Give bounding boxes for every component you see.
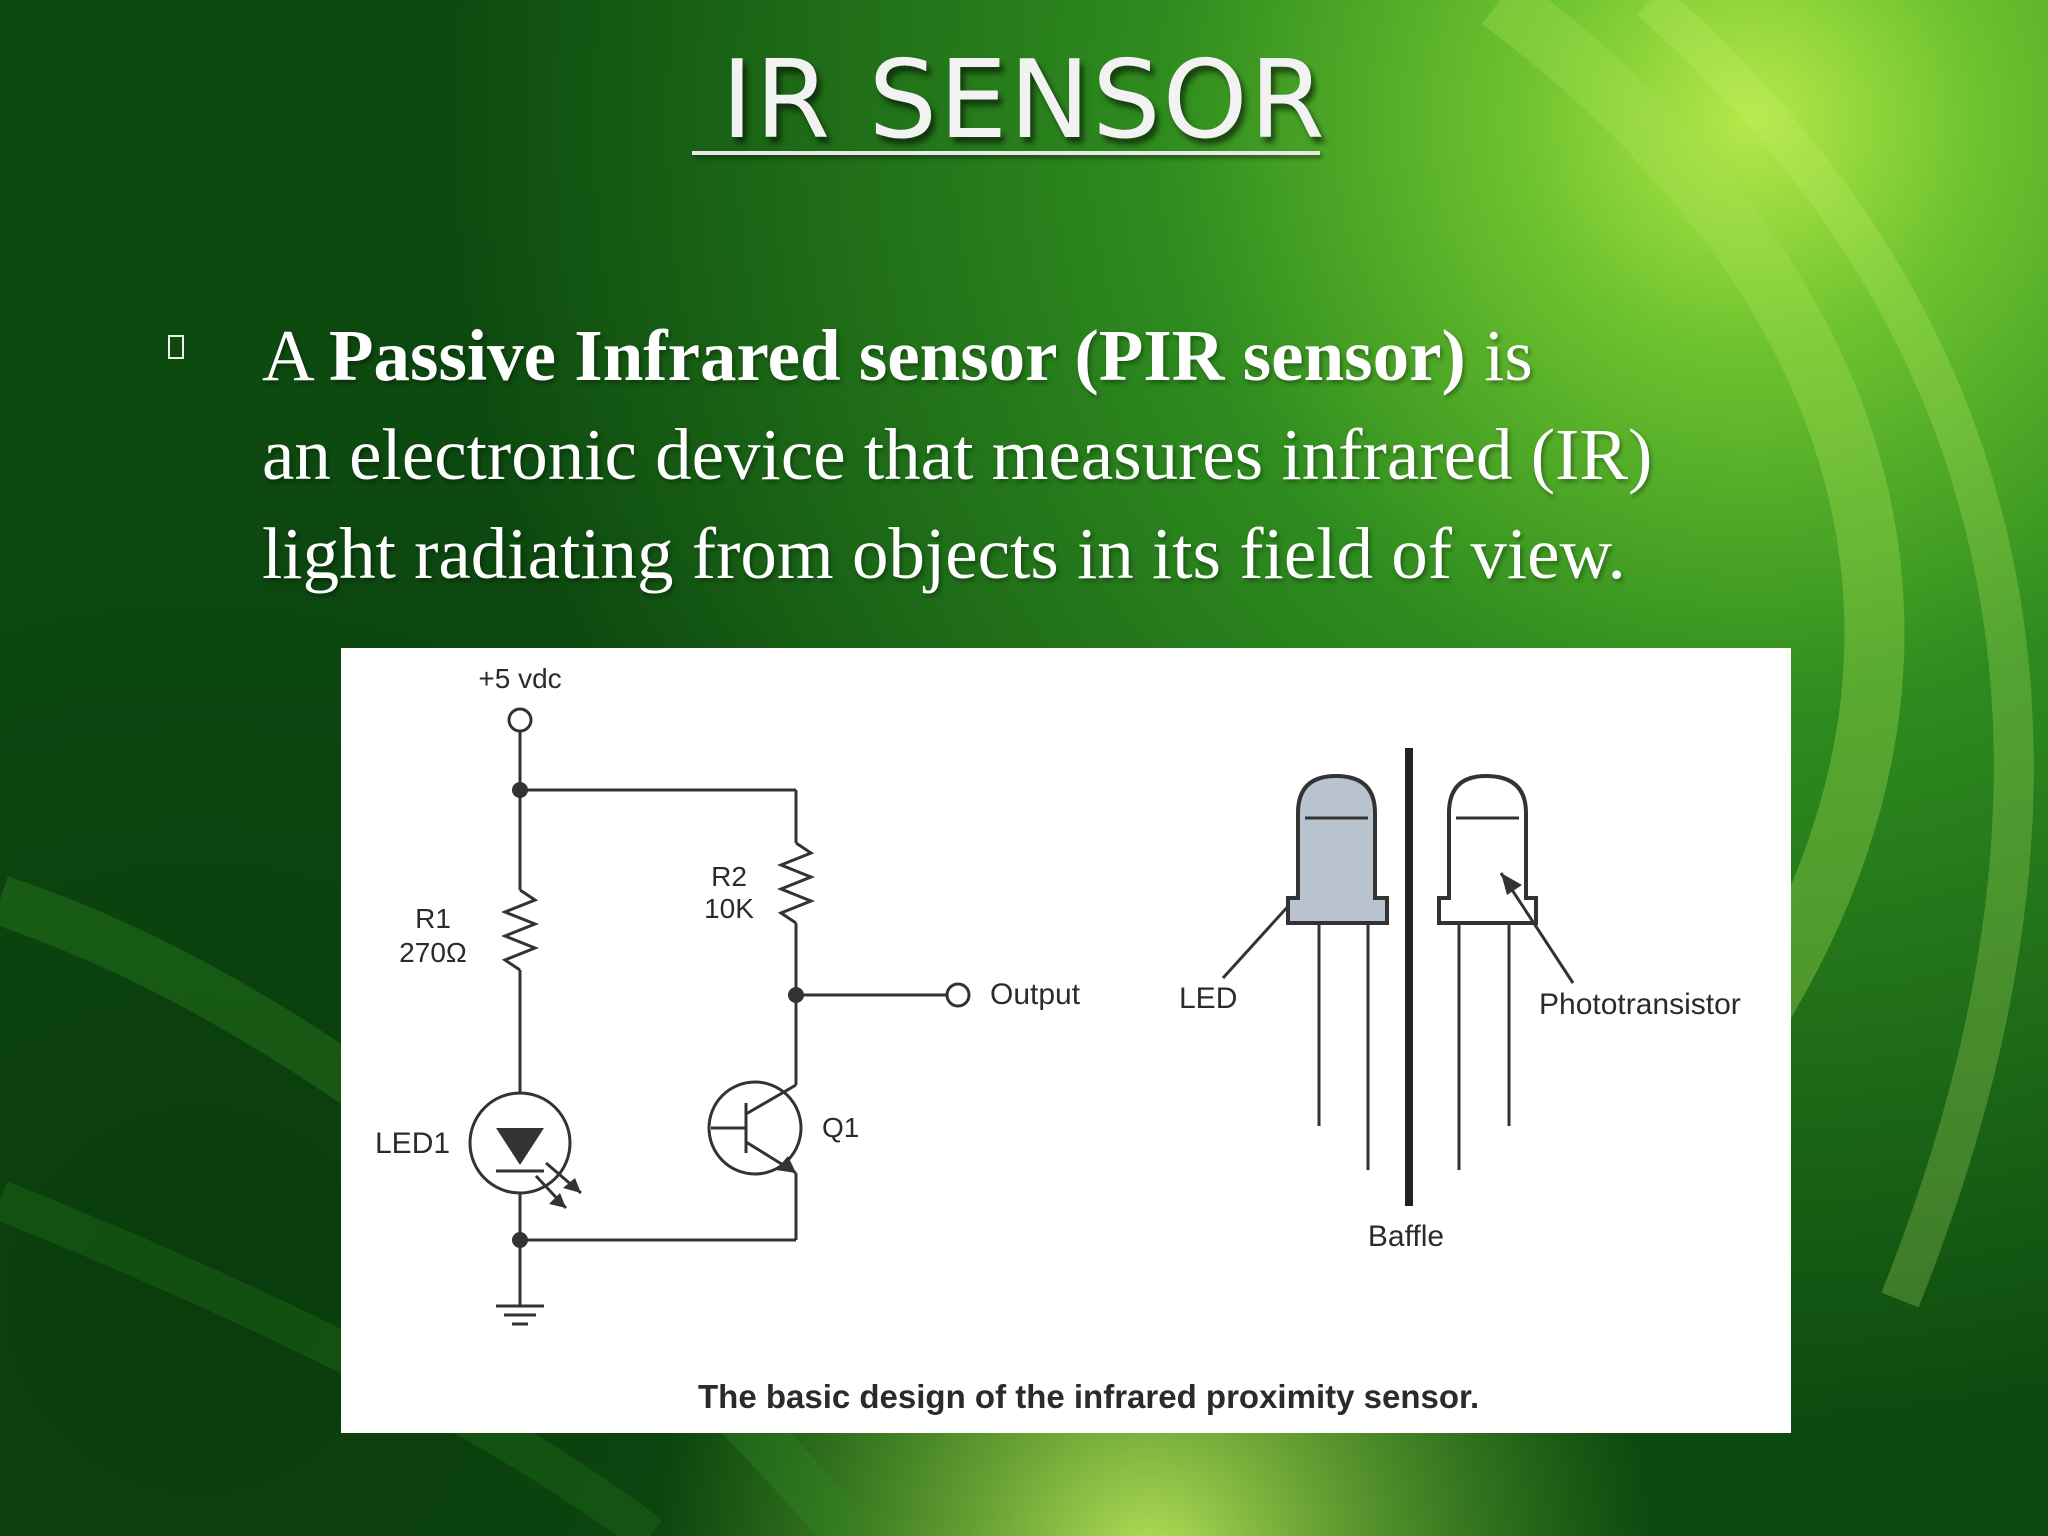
output-label: Output bbox=[990, 978, 1081, 1011]
vdc-label: +5 vdc bbox=[478, 663, 561, 694]
bullet-line-1-end: is bbox=[1465, 315, 1533, 396]
bullet-line-2: an electronic device that measures infra… bbox=[262, 414, 1653, 495]
baffle-label: Baffle bbox=[1368, 1220, 1444, 1253]
title-underline bbox=[692, 151, 1320, 155]
vdc-terminal bbox=[507, 707, 533, 733]
r1-name-label: R1 bbox=[415, 903, 451, 934]
circuit-diagram: +5 vdc R1 270Ω R2 10K Output LED1 Q1 LED… bbox=[375, 663, 1741, 1415]
phototransistor-label: Phototransistor bbox=[1539, 988, 1741, 1021]
bullet-bold-term: Passive Infrared sensor (PIR sensor) bbox=[328, 315, 1466, 396]
led-body bbox=[1286, 773, 1389, 925]
circuit-figure: +5 vdc R1 270Ω R2 10K Output LED1 Q1 LED… bbox=[341, 648, 1791, 1433]
figure-caption: The basic design of the infrared proximi… bbox=[698, 1378, 1479, 1415]
bullet-text: A Passive Infrared sensor (PIR sensor) i… bbox=[262, 306, 2002, 603]
led-label: LED bbox=[1179, 982, 1237, 1015]
r1-resistor bbox=[500, 888, 540, 972]
r1-value-label: 270Ω bbox=[399, 937, 467, 968]
bullet-line-3: light radiating from objects in its fiel… bbox=[262, 513, 1626, 594]
slide-title: IR SENSOR bbox=[721, 38, 1327, 163]
r2-resistor bbox=[776, 841, 816, 925]
q1-label: Q1 bbox=[822, 1112, 859, 1143]
bullet-line-1-start: A bbox=[262, 315, 329, 396]
output-terminal bbox=[945, 982, 971, 1008]
led1-label: LED1 bbox=[375, 1127, 450, 1160]
q1-symbol bbox=[707, 1080, 803, 1176]
r2-name-label: R2 bbox=[711, 861, 747, 892]
phototransistor-body bbox=[1437, 773, 1538, 925]
bullet-icon bbox=[168, 335, 184, 359]
r2-value-label: 10K bbox=[704, 893, 754, 924]
bullet-line-1: A Passive Infrared sensor (PIR sensor) i… bbox=[262, 306, 2002, 405]
